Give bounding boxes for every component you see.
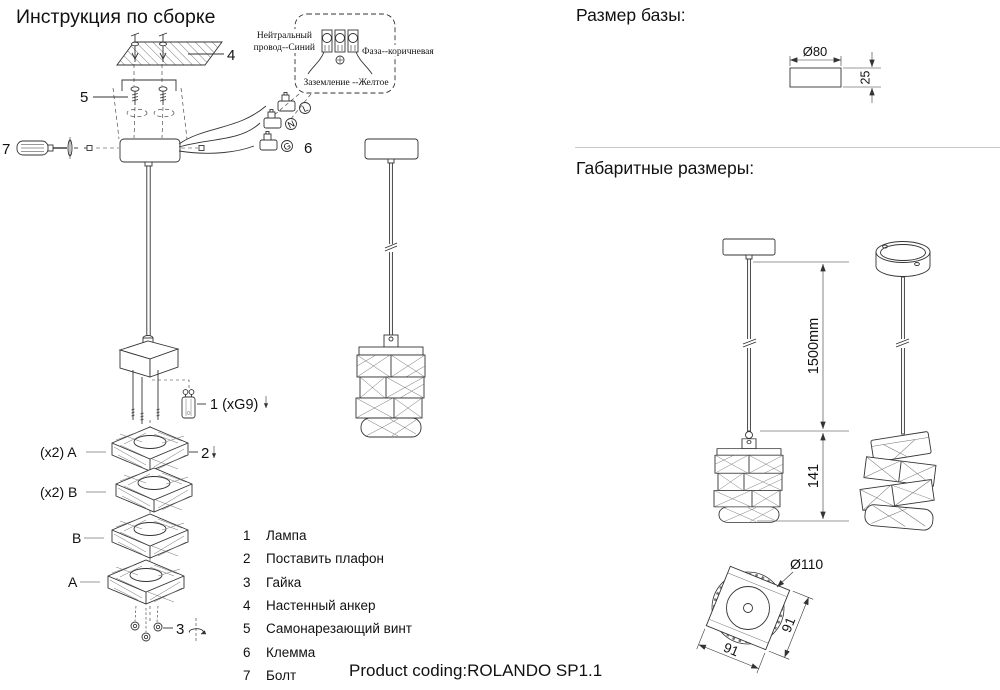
terminal-label-n: N [286, 119, 296, 131]
rotate-icon [188, 618, 207, 642]
legend-label: Болт [266, 667, 297, 683]
lamp-holder-housing [118, 335, 180, 378]
shade-ring-b1 [115, 467, 193, 513]
ground-wire-label: Заземление --Желтое [303, 78, 388, 88]
terminal-connector-g [259, 131, 293, 152]
base-size-drawing [789, 52, 881, 103]
mounting-bracket [121, 79, 177, 91]
dim-bottom-diameter: Ø110 [790, 556, 823, 572]
legend-num: 6 [243, 644, 251, 660]
legend-label: Гайка [266, 574, 302, 590]
dim-base-diameter: Ø80 [803, 44, 828, 59]
callout-5: 5 [80, 89, 88, 106]
bottom-view [705, 565, 791, 651]
shade-ring-a1 [111, 426, 189, 472]
shade-ring-b2 [111, 513, 189, 559]
legend-item-2: 2 Поставить плафон [243, 547, 412, 570]
terminal-connector-n [263, 109, 297, 130]
legend-item-6: 6 Клемма [243, 640, 412, 663]
wire-phase [355, 51, 373, 75]
legend-item-4: 4 Настенный анкер [243, 594, 412, 617]
legend-num: 5 [243, 621, 251, 637]
legend-label: Лампа [266, 528, 307, 544]
phase-wire-label: Фаза--коричневая [362, 47, 434, 57]
legend-label: Самонарезающий винт [266, 621, 412, 637]
dim-width: 91 [721, 640, 741, 660]
wall-anchor-left [130, 32, 140, 62]
dim-base-height: 25 [859, 71, 873, 85]
wire-neutral [307, 51, 325, 75]
ring-label-b: B [72, 530, 81, 546]
ceiling-surface [116, 41, 224, 66]
ring-label-x2a: (x2) A [40, 444, 77, 460]
legend-num: 1 [243, 528, 251, 544]
callout-1-lamp: 1 (xG9) [210, 397, 258, 413]
legend-num: 7 [243, 667, 251, 683]
threaded-rods [131, 370, 160, 424]
canopy-exploded [119, 138, 181, 337]
screw-right [158, 86, 168, 105]
front-view-dims [753, 261, 849, 522]
bottom-view-dims [696, 571, 814, 674]
callout-4: 4 [227, 47, 235, 64]
dim-depth: 91 [779, 615, 799, 635]
legend-num: 3 [243, 574, 251, 590]
wall-anchor-right [158, 32, 168, 62]
assembled-pendant [355, 138, 426, 438]
terminal-connector-l [277, 92, 311, 114]
callout-2: 2 [201, 445, 209, 462]
bulb-guide [152, 379, 190, 389]
section-divider [575, 147, 1000, 148]
callout-6: 6 [304, 140, 312, 157]
page-title: Инструкция по сборке [16, 6, 216, 28]
front-view [713, 238, 784, 523]
wiring-box-leaders [272, 93, 312, 121]
legend-label: Настенный анкер [266, 598, 376, 614]
dim-cable-length: 1500mm [806, 318, 822, 374]
callout-3: 3 [176, 621, 184, 638]
callout-7: 7 [2, 141, 10, 158]
screw-left [130, 86, 140, 105]
terminal-label-l: L [301, 103, 310, 114]
base-size-heading: Размер базы: [576, 5, 686, 25]
legend-num: 2 [243, 551, 251, 567]
perspective-view [859, 241, 937, 531]
alignment-guides [112, 64, 188, 140]
neutral-wire-label-line2: провод--Синий [254, 42, 315, 53]
terminal-sleeves [321, 29, 359, 53]
ring-label-x2b: (x2) B [40, 484, 77, 500]
nut-guides [134, 605, 159, 632]
nuts [130, 621, 163, 642]
legend-num: 4 [243, 598, 251, 614]
legend-label: Поставить плафон [266, 551, 384, 567]
ring-label-a: A [68, 574, 78, 590]
terminal-label-g: G [282, 140, 293, 152]
parts-legend: 1 Лампа 2 Поставить плафон 3 Гайка 4 Нас… [243, 524, 412, 687]
side-bolt-left [84, 145, 93, 151]
legend-item-5: 5 Самонарезающий винт [243, 617, 412, 640]
neutral-wire-label-line1: Нейтральный [257, 30, 312, 41]
overall-dimensions-heading: Габаритные размеры: [576, 158, 755, 178]
ground-symbol [335, 55, 345, 65]
legend-item-1: 1 Лампа [243, 524, 412, 547]
shade-ring-a2 [107, 559, 185, 605]
wires [178, 105, 267, 154]
legend-item-7: 7 Болт [243, 664, 412, 687]
legend-label: Клемма [266, 644, 316, 660]
product-coding: Product coding:ROLANDO SP1.1 [349, 661, 603, 680]
g9-bulb [181, 389, 196, 419]
screwdriver [16, 137, 78, 159]
dim-shade-height: 141 [806, 464, 822, 488]
legend-item-3: 3 Гайка [243, 571, 412, 594]
side-bolt-right [198, 145, 205, 151]
wiring-diagram-box [256, 13, 438, 94]
